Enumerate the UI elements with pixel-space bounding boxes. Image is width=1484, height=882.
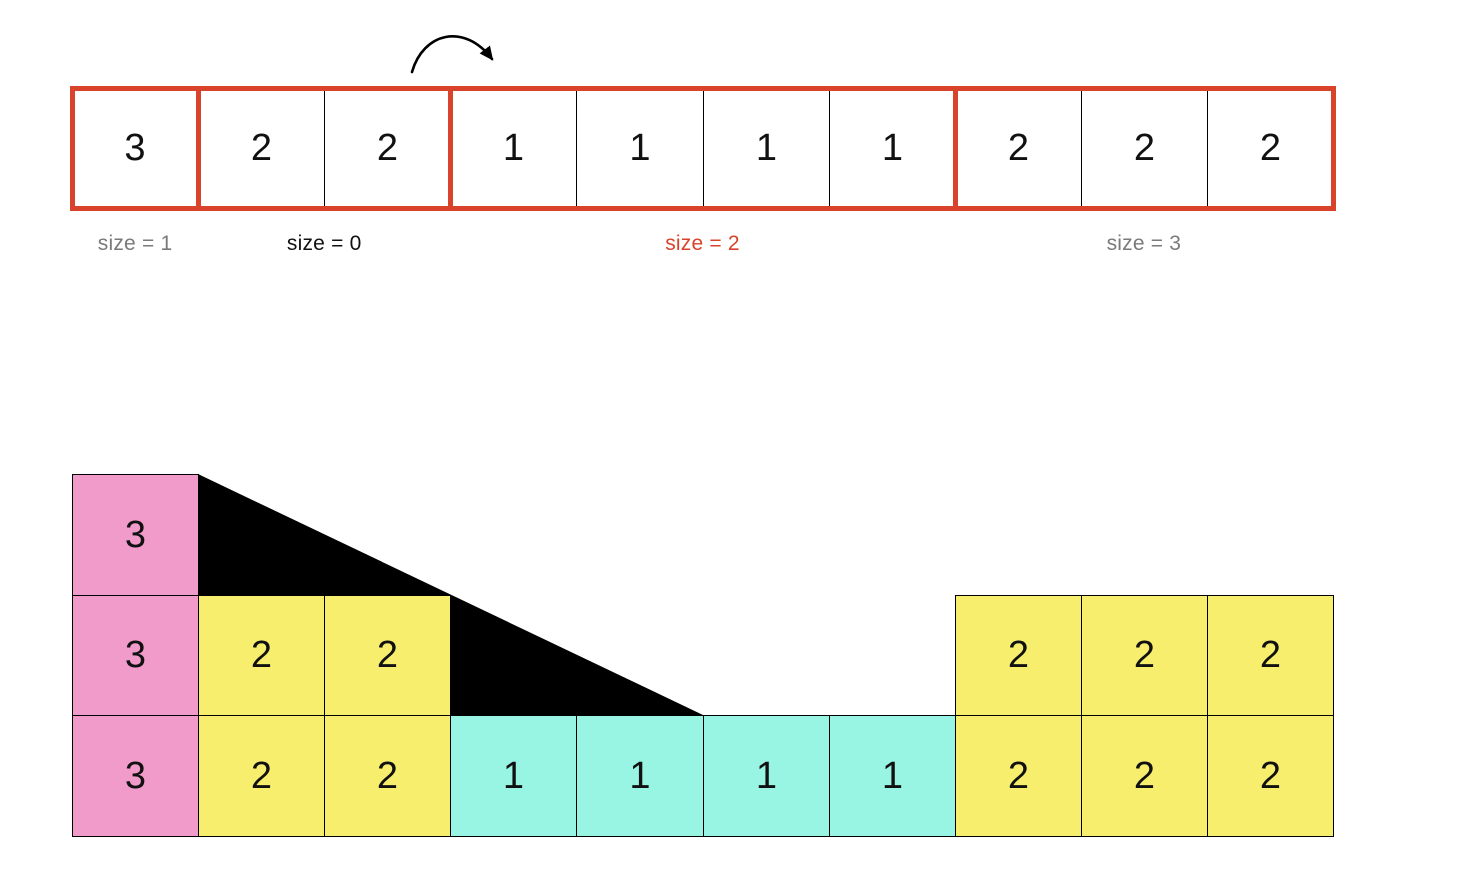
array-cell: 1 [576,88,703,208]
histogram-cell: 2 [1081,595,1208,716]
array-cell: 2 [1207,88,1333,208]
histogram-cell: 2 [955,715,1082,837]
group-size-label: size = 3 [1106,232,1182,255]
array-group-frame [952,85,1336,211]
histogram-cell: 2 [1081,715,1208,837]
histogram-cell: 3 [72,474,199,596]
group-size-label: size = 1 [97,232,173,255]
histogram-cell: 1 [829,715,956,837]
array-group-frame [447,85,958,211]
histogram-cell: 2 [198,595,325,716]
histogram-cell: 1 [576,715,704,837]
array-cell: 1 [829,88,955,208]
histogram-cell: 1 [450,715,577,837]
histogram-cell: 2 [324,715,451,837]
array-cell: 3 [72,88,198,208]
array-cell: 1 [450,88,576,208]
jump-arrow-icon [410,35,494,74]
array-cell: 1 [703,88,829,208]
histogram-cell: 2 [1207,715,1334,837]
group-size-label: size = 0 [286,232,362,255]
array-cell: 2 [324,88,450,208]
array-cell: 2 [1081,88,1207,208]
histogram-cell: 1 [703,715,830,837]
histogram-cell: 2 [1207,595,1334,716]
histogram-cell: 3 [72,595,199,716]
histogram-cell: 2 [955,595,1082,716]
array-group-frame [195,85,453,211]
array-group-frame [69,85,201,211]
histogram-cell: 3 [72,715,199,837]
histogram-cell: 2 [324,595,451,716]
array-cell: 2 [198,88,324,208]
group-size-label: size = 2 [665,232,740,255]
histogram-cell: 2 [198,715,325,837]
